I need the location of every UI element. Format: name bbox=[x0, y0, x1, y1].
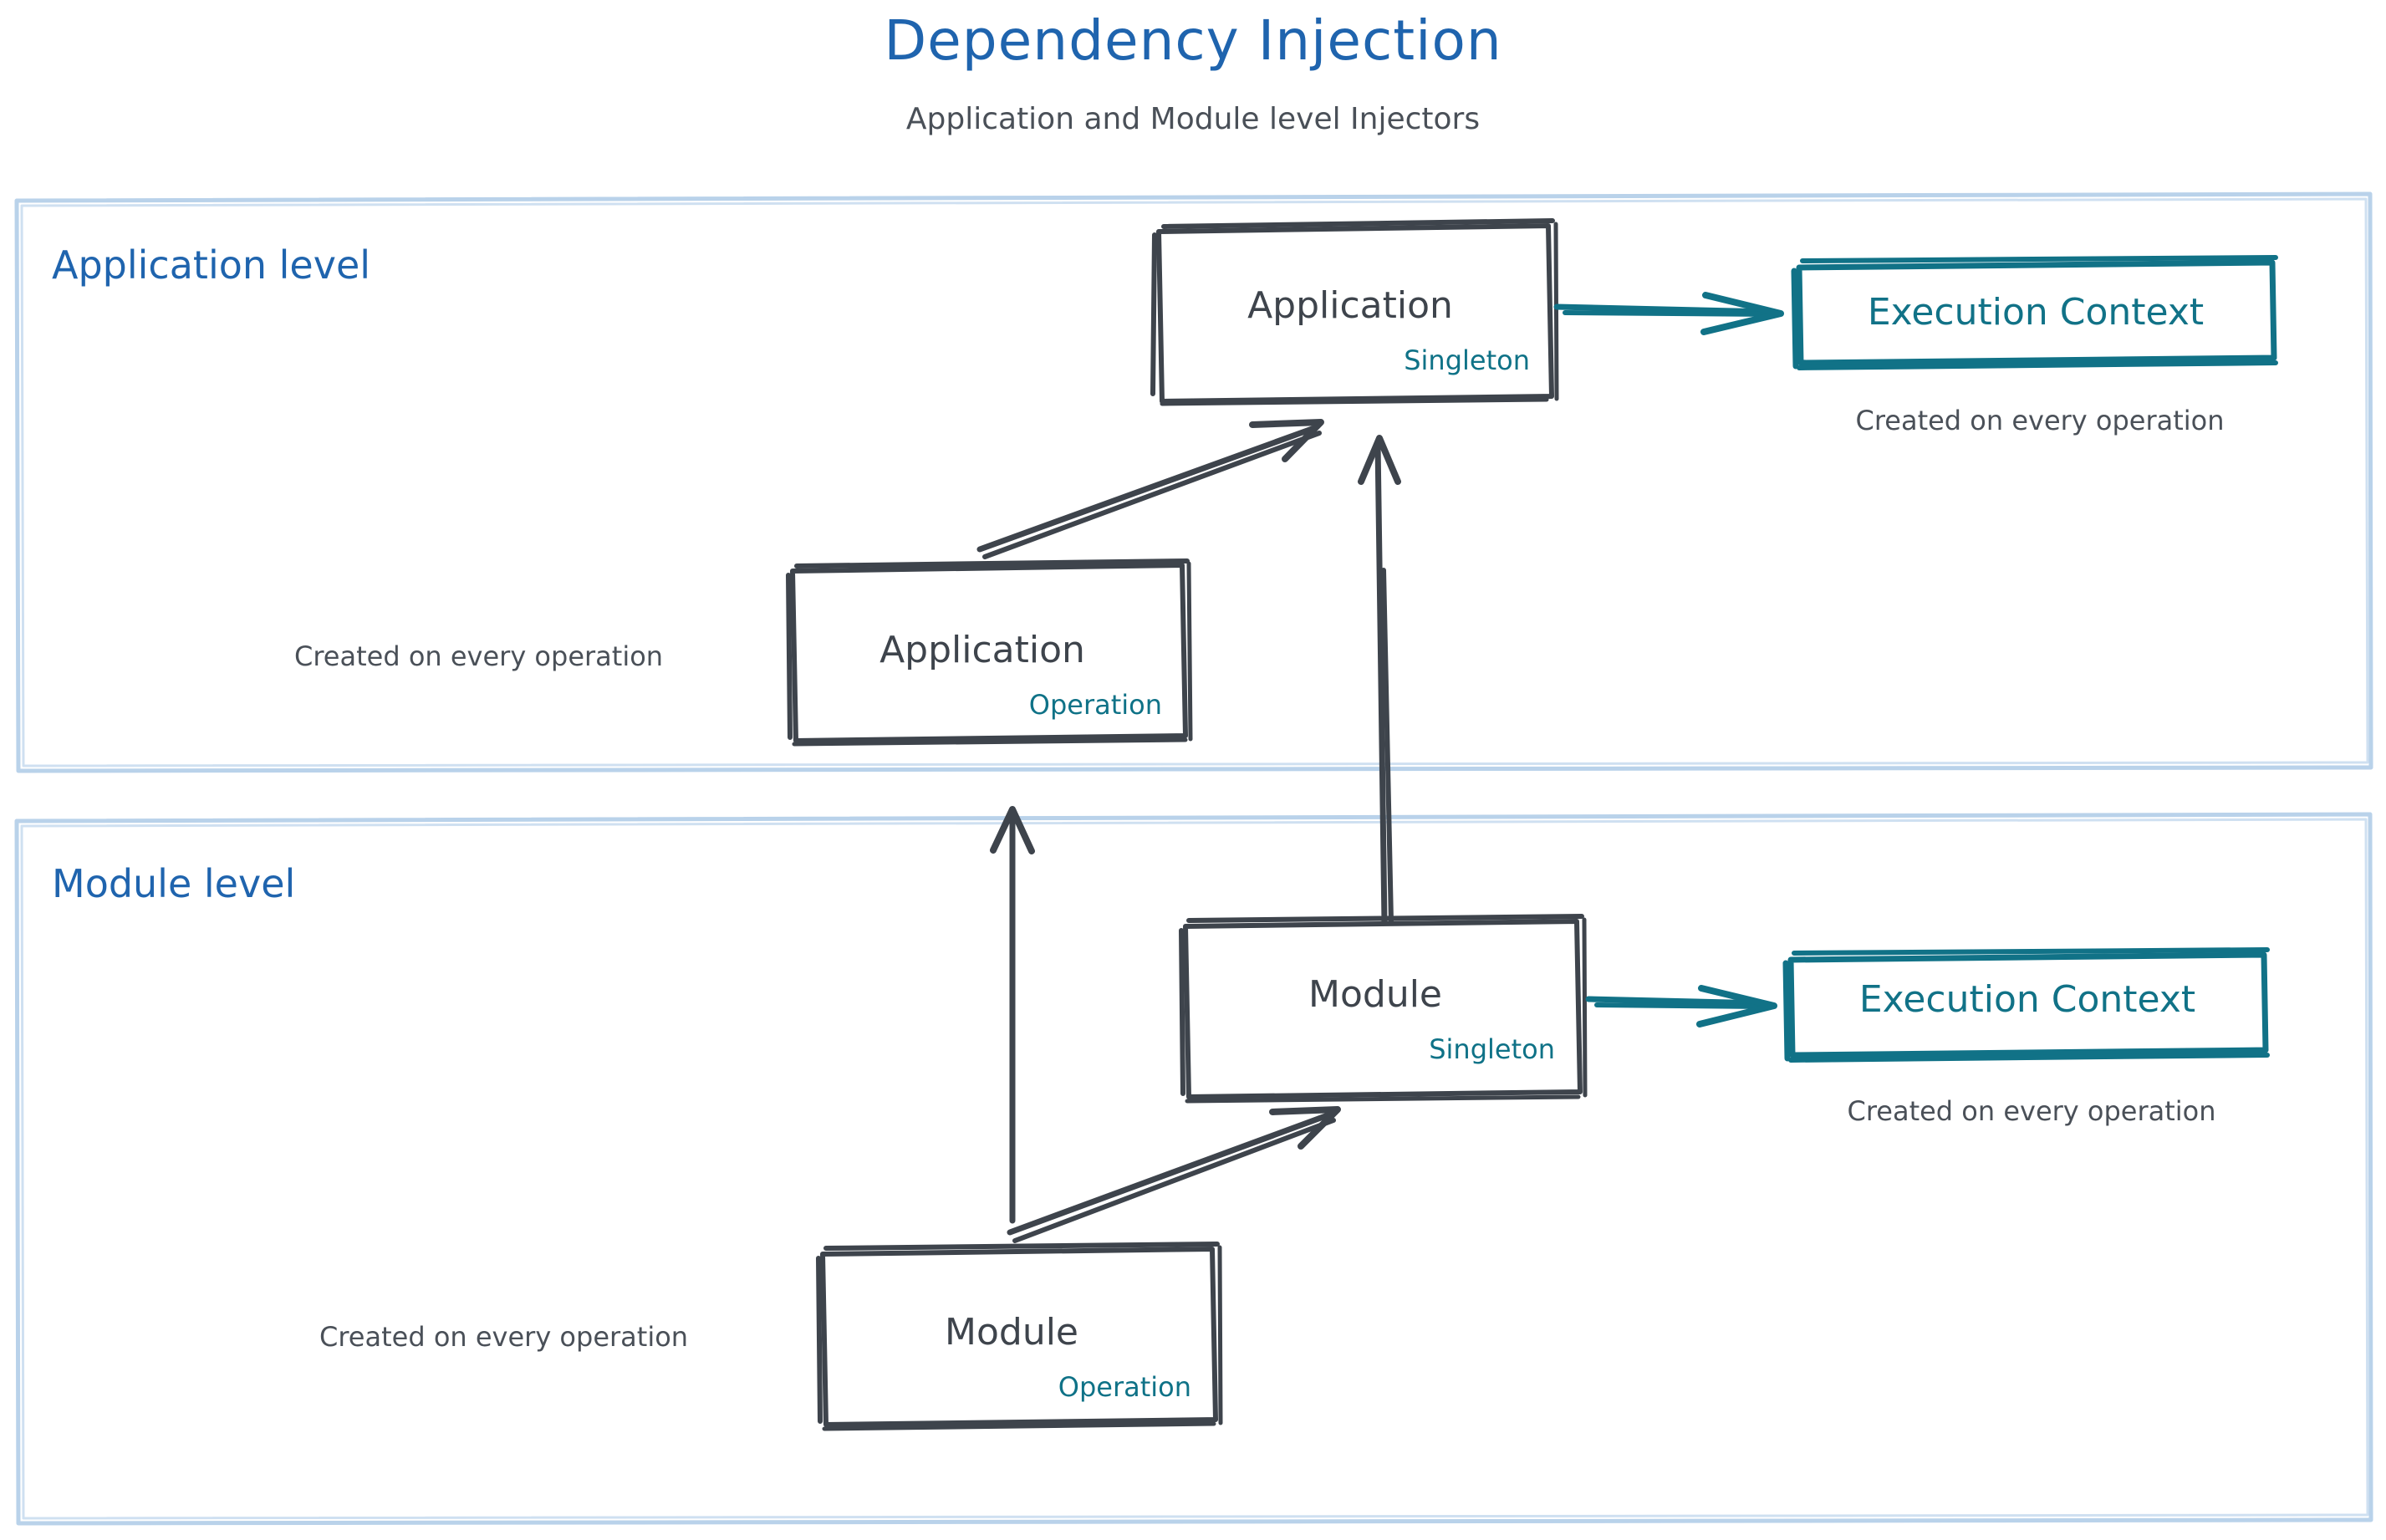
box-label-module-operation: Module bbox=[945, 1311, 1078, 1354]
arrow-application-singleton-to-execution-context bbox=[1553, 292, 1784, 335]
box-label-application-singleton: Application bbox=[1247, 284, 1453, 327]
arrow-module-singleton-to-application-singleton bbox=[1358, 435, 1401, 926]
lane-label-application-level: Application level bbox=[52, 242, 371, 288]
arrow-module-operation-to-module-singleton bbox=[1007, 1106, 1341, 1243]
box-badge-module-singleton: Singleton bbox=[1429, 1033, 1555, 1065]
note-execution-context-application: Created on every operation bbox=[1855, 405, 2225, 436]
box-badge-application-operation: Operation bbox=[1028, 689, 1162, 721]
page-subtitle: Application and Module level Injectors bbox=[905, 102, 1481, 136]
lane-module-level bbox=[14, 812, 2373, 1526]
lane-label-module-level: Module level bbox=[52, 861, 296, 906]
box-badge-module-operation: Operation bbox=[1058, 1371, 1191, 1403]
box-label-module-singleton: Module bbox=[1308, 973, 1442, 1016]
arrow-module-operation-to-application-level bbox=[990, 806, 1035, 1224]
box-label-execution-context-module: Execution Context bbox=[1858, 978, 2196, 1021]
note-application-operation: Created on every operation bbox=[294, 640, 664, 672]
page-title: Dependency Injection bbox=[884, 8, 1502, 73]
note-execution-context-module: Created on every operation bbox=[1847, 1095, 2216, 1127]
box-label-execution-context-application: Execution Context bbox=[1867, 291, 2205, 334]
arrow-application-operation-to-application-singleton bbox=[976, 419, 1324, 559]
note-module-operation: Created on every operation bbox=[319, 1321, 689, 1353]
box-badge-application-singleton: Singleton bbox=[1404, 344, 1530, 376]
box-label-application-operation: Application bbox=[879, 629, 1085, 671]
arrow-module-singleton-to-execution-context bbox=[1585, 985, 1777, 1028]
